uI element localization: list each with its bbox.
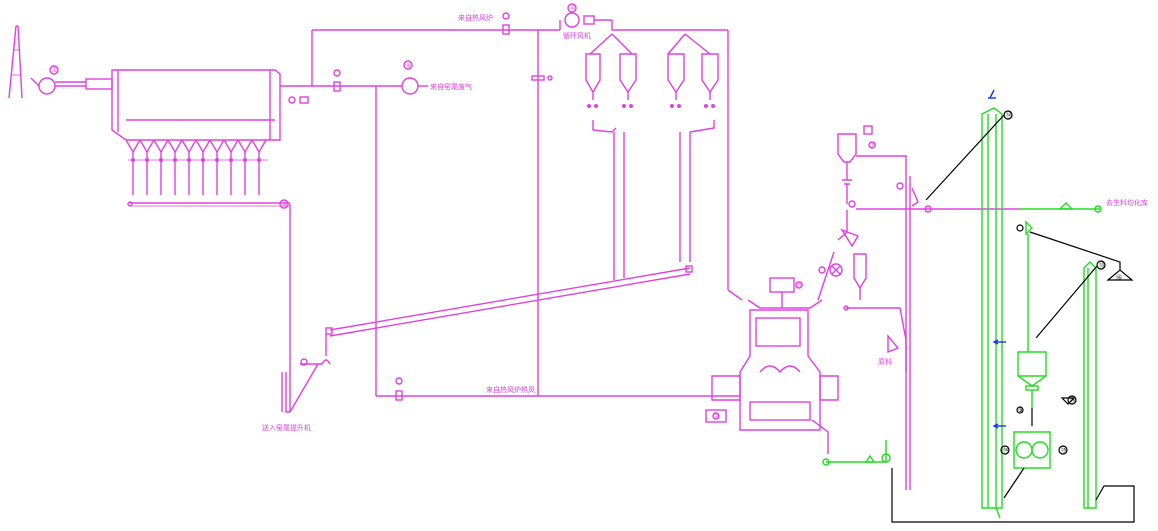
tag-dust-collector: ② [282,201,288,208]
discharge-screw: 送入窑尾提升机 [262,350,331,432]
tag-elevator-2: ⑬ [1099,261,1105,269]
circulating-fan: ④ 循环风机 [563,3,743,301]
belt-conveyor [325,265,693,356]
tag-scale: ⑱ [1070,396,1076,404]
tag-motor: ⑰ [797,281,803,289]
green-system: ⑫ ⑬ ⑨ ⑭ ⑮ [822,107,1106,519]
tag-main-fan: ⑥ [406,62,411,69]
black-lines: ⑯ ⑱ [891,114,1135,523]
bottom-pipe: 来自热风炉热风 [376,377,708,401]
label-raw: 原料 [878,357,892,366]
tag-roller-l: ⑭ [1003,446,1009,454]
tag-elevator-1: ⑫ [1006,111,1012,119]
bag-dust-collector: ② [111,69,291,350]
tag-bin: ⑯ [1116,274,1122,282]
to-silo-line: 去生料均化库 [856,198,1148,213]
tag-cyclone: ⑪ [870,141,876,149]
main-fan: ⑥ 来自窑尾废气 [372,60,472,396]
top-duct: 来自热风炉 [280,12,561,104]
label-discharge: 送入窑尾提升机 [262,423,311,432]
tag-circ-fan: ④ [570,5,575,12]
chimney [8,25,23,99]
label-inlet-air: 来自窑尾废气 [430,82,472,91]
label-return-air: 来自热风炉 [458,13,493,22]
feed-bins [585,33,719,280]
tag-roller-r: ⑮ [1061,446,1067,454]
label-fan: 循环风机 [563,31,591,40]
tag-mill: ⑩ [714,413,719,420]
cyclone: ⑪ 原料 [817,125,919,490]
label-hot-air: 来自热风炉热风 [486,385,535,394]
label-to-silo: 去生料均化库 [1106,198,1148,207]
middle-pipe [531,30,553,396]
tag-feeder: ⑨ [1018,407,1023,414]
blue-lines [988,89,1006,429]
stack-fan: ① [30,65,113,95]
tag-stack-fan: ① [52,67,57,74]
roller-mill: ⑰ ⑩ [705,277,839,454]
